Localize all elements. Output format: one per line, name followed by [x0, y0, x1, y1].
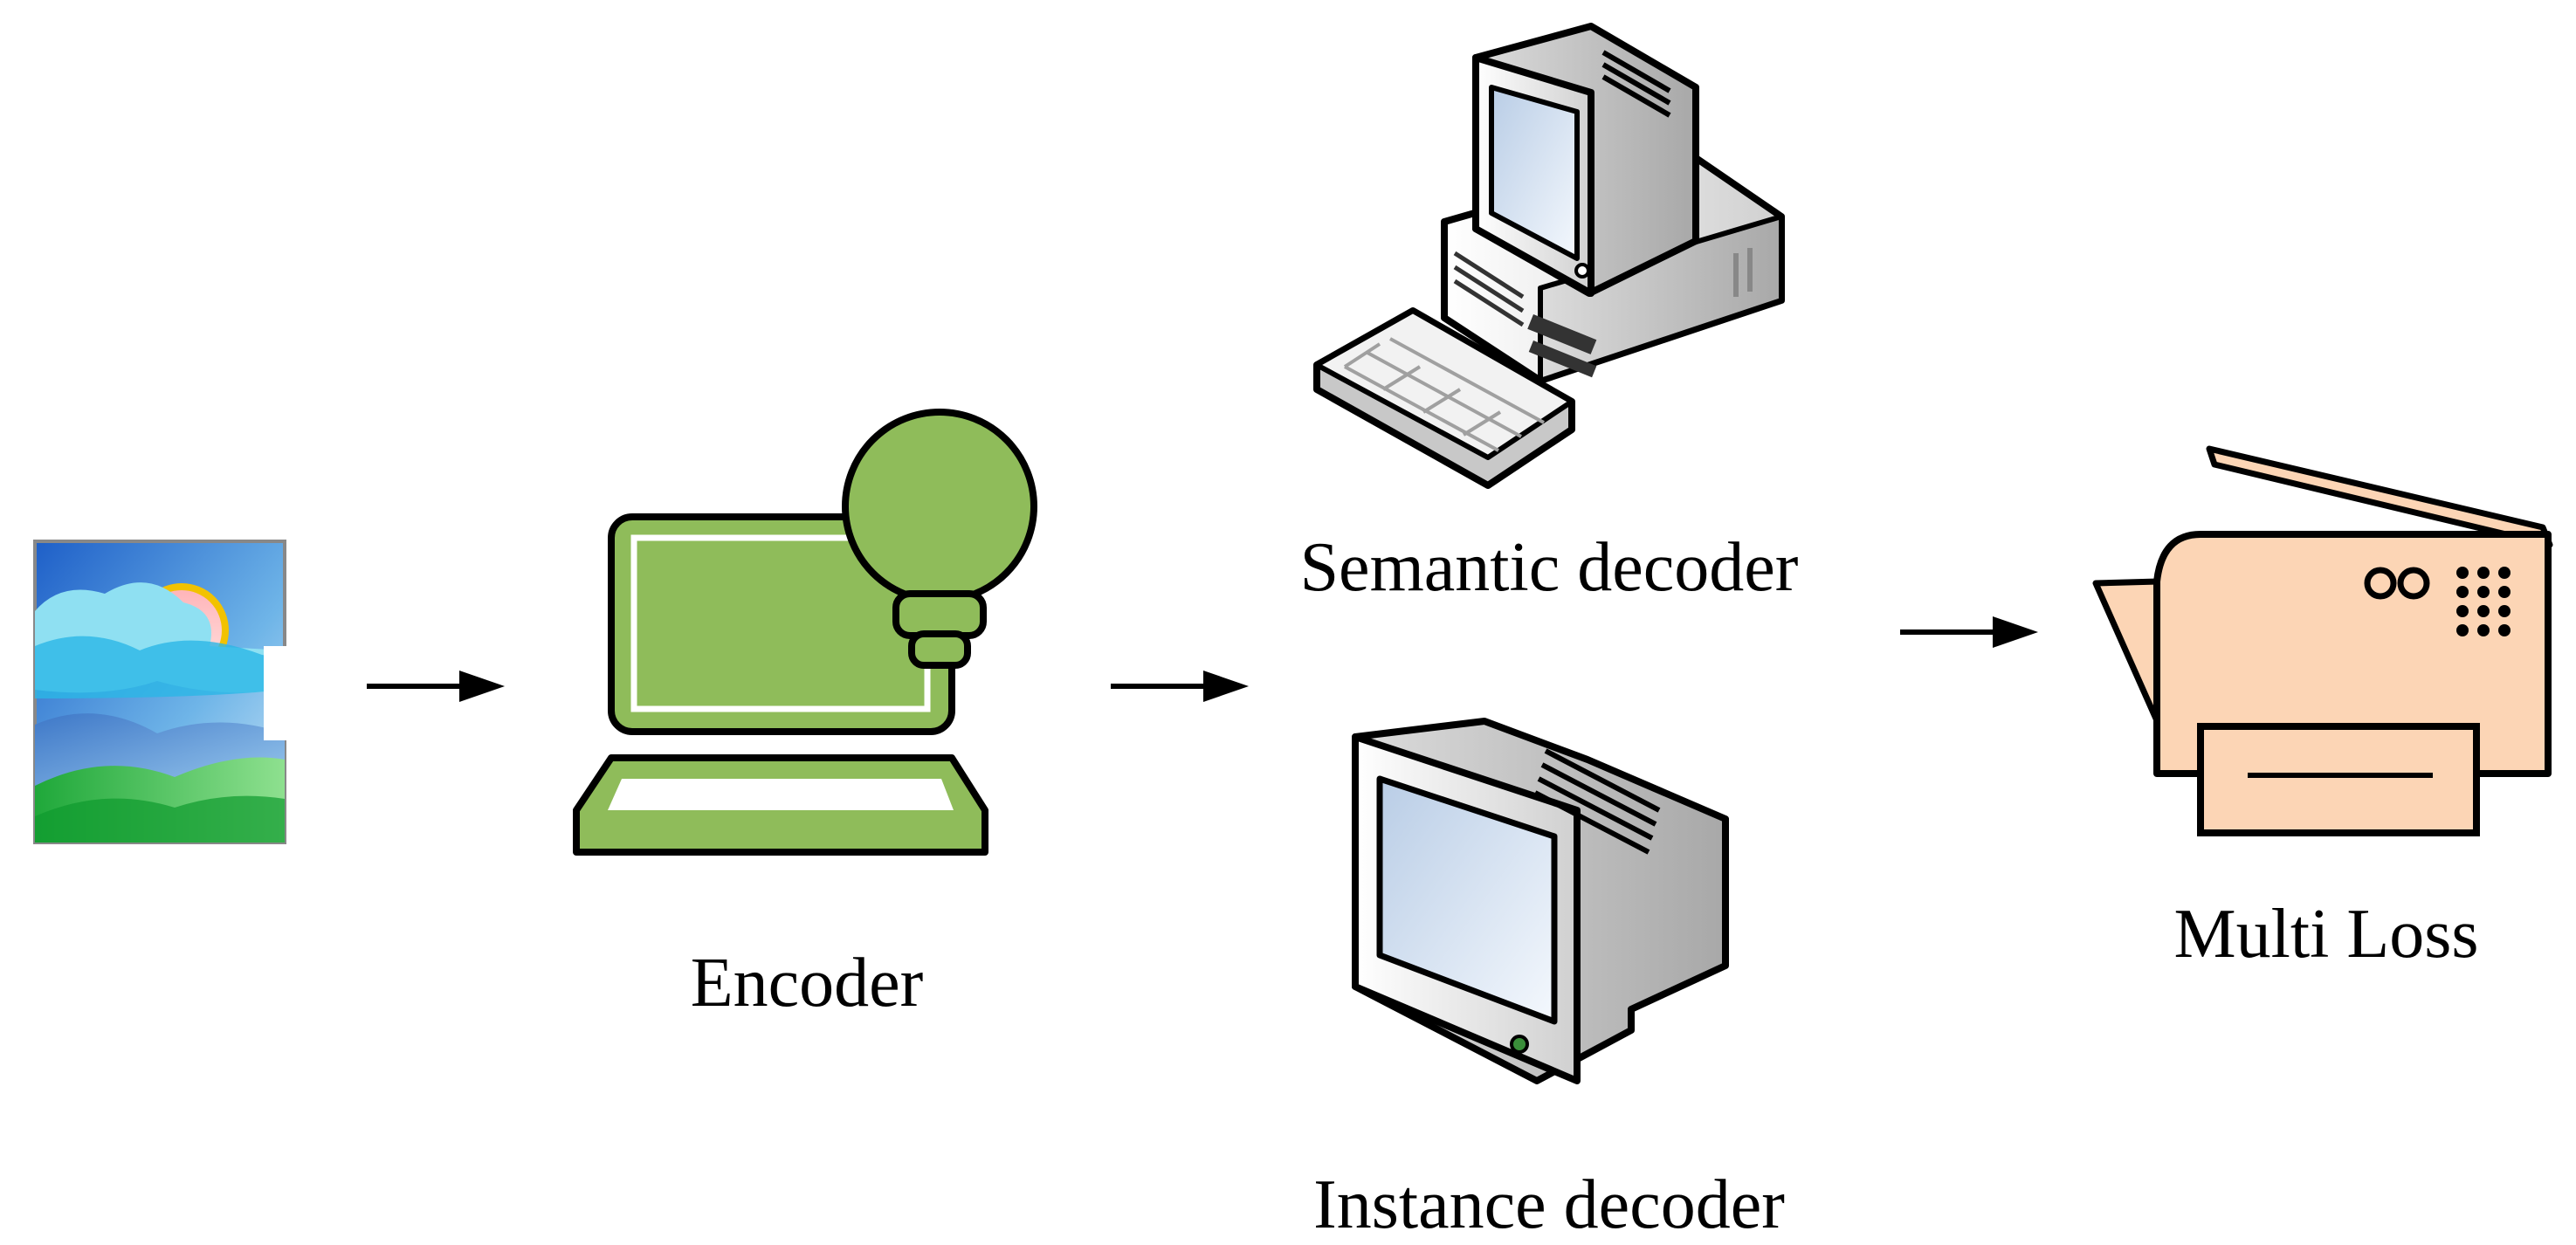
arrow-head-icon	[1203, 671, 1249, 702]
edges	[367, 616, 2038, 702]
encoder-label: Encoder	[691, 945, 924, 1021]
edge-encoder-to-decoders	[1111, 671, 1249, 702]
desktop-computer-icon	[1313, 23, 1785, 489]
instance-decoder-label: Instance decoder	[1313, 1166, 1785, 1243]
edge-decoders-to-loss	[1900, 616, 2038, 648]
multi-loss-label: Multi Loss	[2174, 896, 2479, 973]
semantic-decoder-label: Semantic decoder	[1300, 529, 1799, 606]
fax-machine-icon	[2092, 445, 2553, 836]
instance-decoder-node: Instance decoder	[1313, 718, 1785, 1243]
arrow-head-icon	[459, 671, 505, 702]
laptop-lightbulb-icon	[573, 409, 1037, 856]
crt-monitor-icon	[1352, 718, 1729, 1084]
encoder-node: Encoder	[573, 409, 1037, 1021]
arrow-head-icon	[1993, 616, 2038, 648]
landscape-image-icon	[33, 540, 288, 844]
edge-input-to-encoder	[367, 671, 505, 702]
multi-loss-node: Multi Loss	[2092, 445, 2553, 973]
semantic-decoder-node: Semantic decoder	[1300, 23, 1799, 606]
input-image-node	[33, 540, 288, 844]
